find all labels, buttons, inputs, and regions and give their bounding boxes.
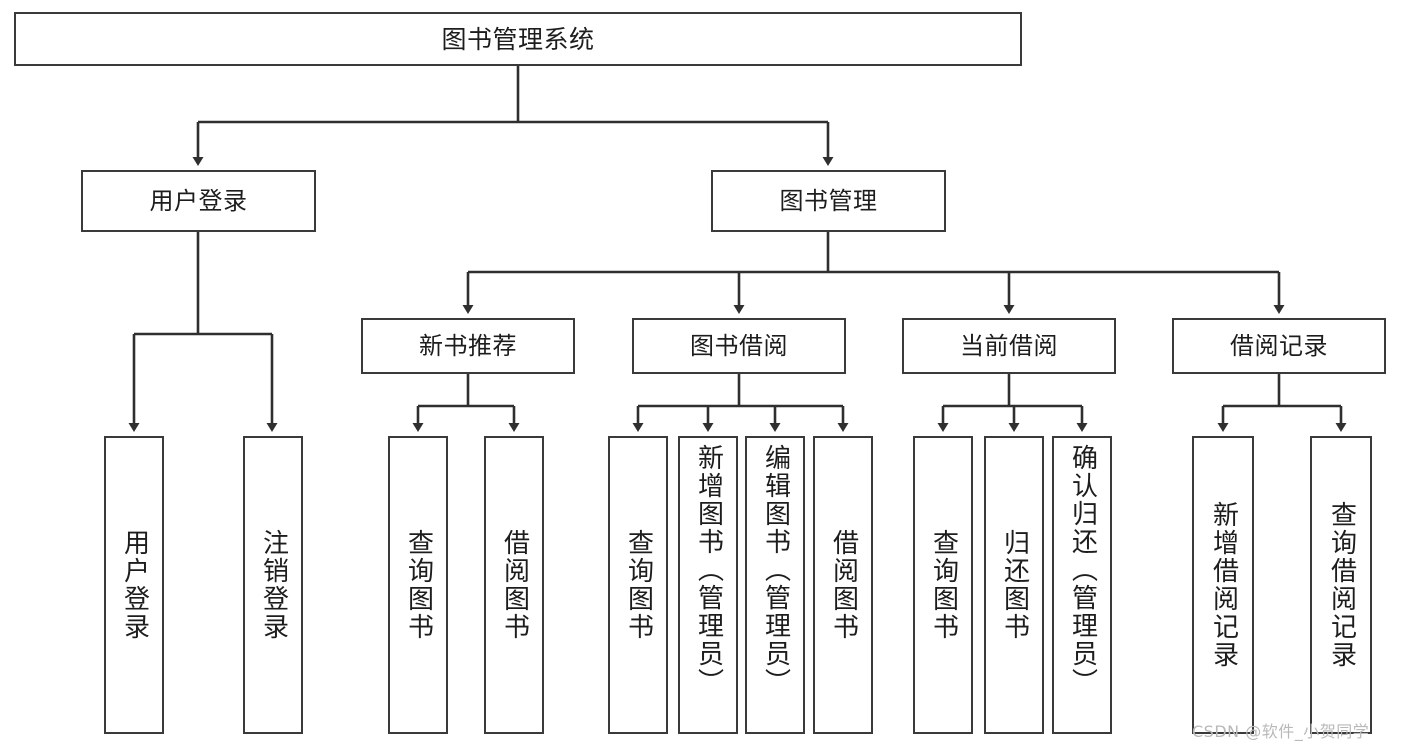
node-borrow-record[interactable]: 借阅记录 [1172, 318, 1386, 374]
node-label: 借阅图书 [828, 529, 859, 641]
node-current-borrow[interactable]: 当前借阅 [902, 318, 1116, 374]
node-label: 借阅图书 [499, 529, 530, 641]
node-label: 查询图书 [403, 529, 434, 641]
leaf-query-borrow-record[interactable]: 查询借阅记录 [1310, 436, 1372, 734]
node-label: 图书借阅 [690, 332, 788, 360]
node-label: 注销登录 [258, 529, 289, 641]
leaf-query-book-recommend[interactable]: 查询图书 [388, 436, 448, 734]
node-label: 借阅记录 [1230, 332, 1328, 360]
node-label: 新增借阅记录 [1208, 501, 1239, 669]
node-label: 查询图书 [623, 529, 654, 641]
node-user-login[interactable]: 用户登录 [81, 170, 316, 232]
leaf-edit-book-admin[interactable]: 编辑图书（管理员） [745, 436, 805, 734]
leaf-user-login[interactable]: 用户登录 [104, 436, 164, 734]
node-label: 编辑图书（管理员） [760, 444, 791, 696]
node-label: 新书推荐 [419, 332, 517, 360]
node-label: 归还图书 [999, 529, 1030, 641]
node-label: 用户登录 [119, 529, 150, 641]
leaf-borrow-book-borrow[interactable]: 借阅图书 [813, 436, 873, 734]
leaf-query-book-current[interactable]: 查询图书 [913, 436, 973, 734]
node-label: 当前借阅 [960, 332, 1058, 360]
leaf-return-book[interactable]: 归还图书 [984, 436, 1044, 734]
csdn-watermark: CSDN @软件_小贺同学 [1192, 722, 1370, 741]
node-book-management[interactable]: 图书管理 [711, 170, 946, 232]
node-label: 用户登录 [149, 187, 248, 215]
node-label: 新增图书（管理员） [693, 444, 724, 696]
node-label: 查询图书 [928, 529, 959, 641]
leaf-confirm-return-admin[interactable]: 确认归还（管理员） [1052, 436, 1112, 734]
node-label: 查询借阅记录 [1326, 501, 1357, 669]
node-new-book-recommend[interactable]: 新书推荐 [361, 318, 575, 374]
node-label: 图书管理系统 [441, 24, 595, 54]
leaf-borrow-book-recommend[interactable]: 借阅图书 [484, 436, 544, 734]
node-label: 图书管理 [779, 187, 878, 215]
node-label: 确认归还（管理员） [1067, 444, 1098, 696]
leaf-query-book-borrow[interactable]: 查询图书 [608, 436, 668, 734]
node-book-borrow[interactable]: 图书借阅 [632, 318, 846, 374]
leaf-add-book-admin[interactable]: 新增图书（管理员） [678, 436, 738, 734]
node-root-system[interactable]: 图书管理系统 [14, 12, 1022, 66]
leaf-add-borrow-record[interactable]: 新增借阅记录 [1192, 436, 1254, 734]
leaf-logout[interactable]: 注销登录 [243, 436, 303, 734]
